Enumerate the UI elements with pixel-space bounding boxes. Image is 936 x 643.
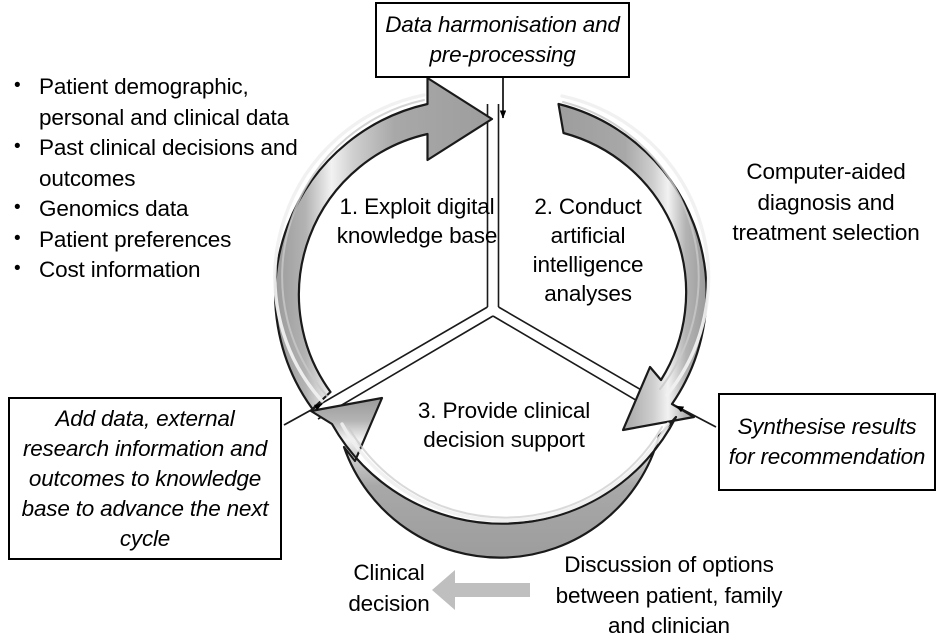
cycle-sector-dividers <box>311 104 675 420</box>
list-item: Cost information <box>8 254 330 286</box>
callout-top-text: Data harmonisation and pre-processing <box>385 12 620 67</box>
annotation-discussion-of-options: Discussion of options between patient, f… <box>555 552 783 638</box>
inputs-bullet-list: Patient demographic, personal and clinic… <box>8 71 330 286</box>
list-item: Patient demographic, personal and clinic… <box>8 71 330 133</box>
annotation-computer-aided-diagnosis: Computer-aided diagnosis and treatment s… <box>732 159 920 245</box>
clinical-decision-arrow-icon <box>432 570 530 610</box>
list-item: Patient preferences <box>8 224 330 256</box>
cycle-arrow-arc-3 <box>309 396 678 559</box>
callout-left-text: Add data, external research information … <box>21 405 269 551</box>
cycle-arrow-arc-1 <box>273 76 494 411</box>
bullet-list-items: Patient demographic, personal and clinic… <box>8 71 330 286</box>
cycle-sector-label-2: 2. Conduct artificial intelligence analy… <box>532 194 644 306</box>
list-item: Genomics data <box>8 193 330 225</box>
callout-add-data: Add data, external research information … <box>8 397 282 560</box>
cycle-sector-label-3: 3. Provide clinical decision support <box>417 398 591 452</box>
leader-line-right <box>675 405 717 428</box>
leader-line-left <box>283 403 323 426</box>
callout-synthesise-results: Synthesise results for recommendation <box>718 393 936 491</box>
callout-data-harmonisation: Data harmonisation and pre-processing <box>375 2 630 78</box>
callout-right-text: Synthesise results for recommendation <box>728 414 926 469</box>
cycle-sector-label-1: 1. Exploit digital knowledge base <box>336 194 498 248</box>
list-item: Past clinical decisions and outcomes <box>8 132 330 194</box>
annotation-clinical-decision: Clinical decision <box>348 560 430 616</box>
